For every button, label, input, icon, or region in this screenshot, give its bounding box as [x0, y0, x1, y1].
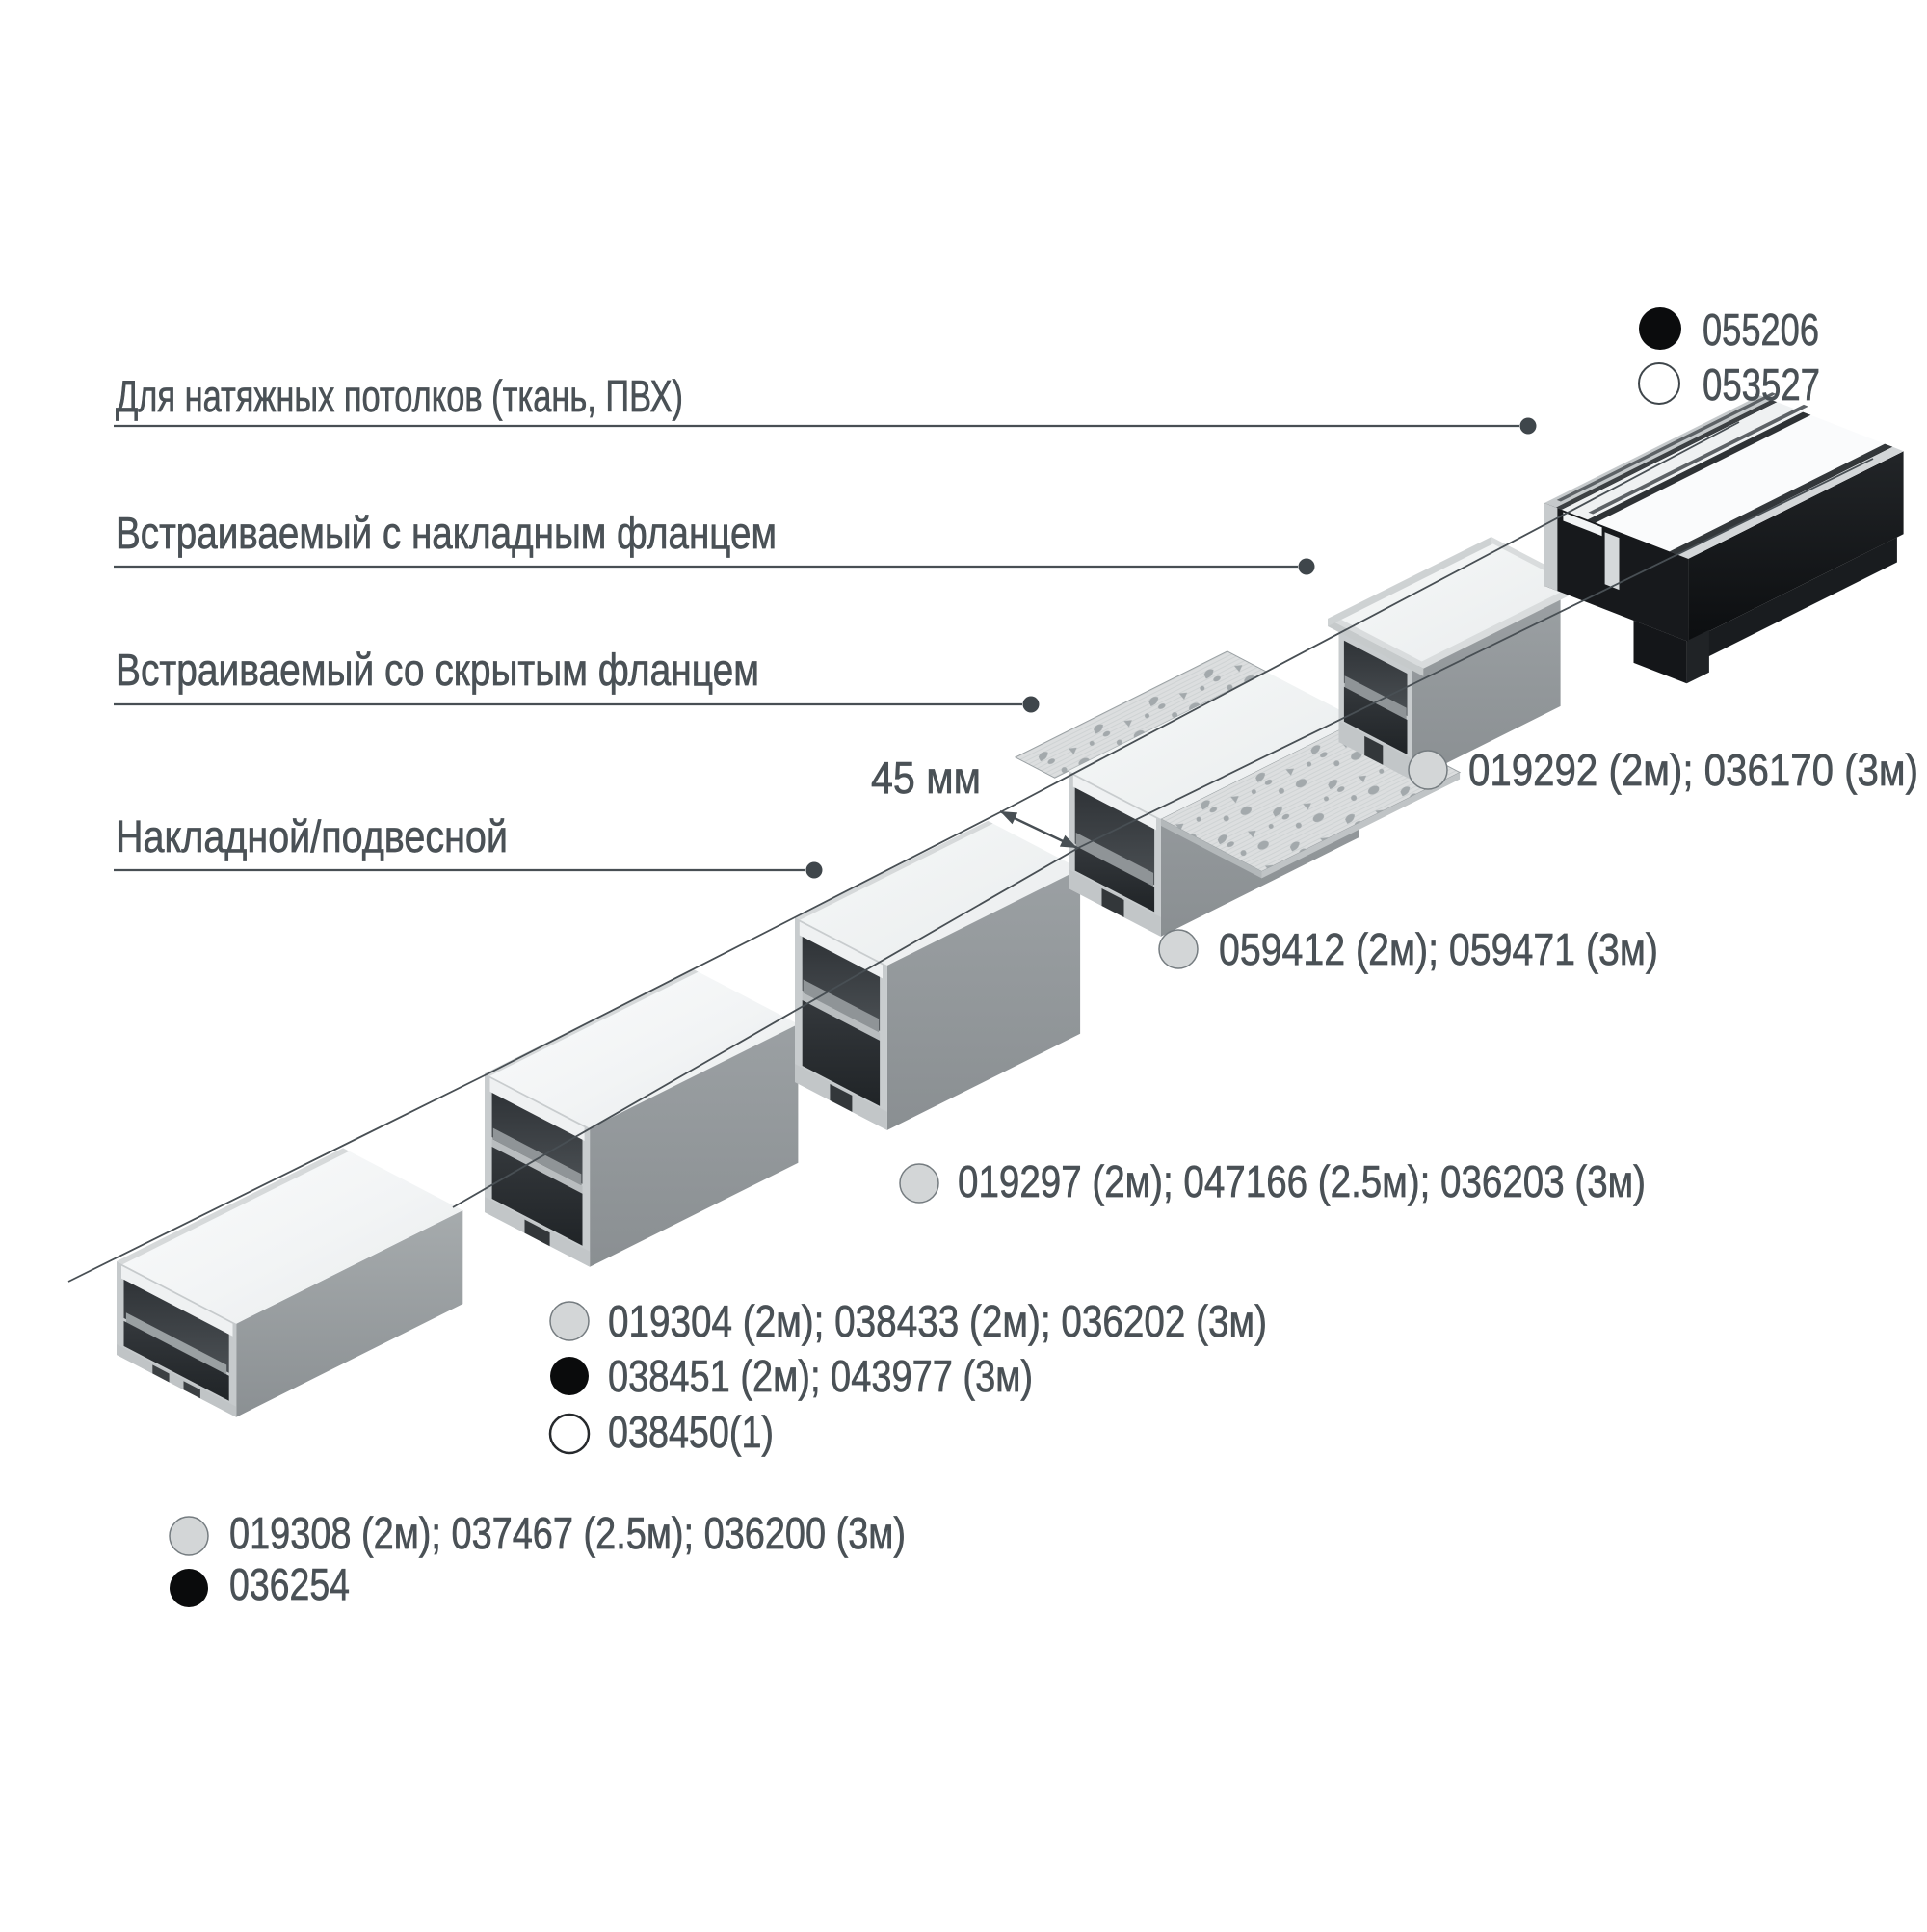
- svg-text:019304 (2м); 038433 (2м); 0362: 019304 (2м); 038433 (2м); 036202 (3м): [608, 1296, 1267, 1346]
- svg-text:Для натяжных потолков (ткань,: Для натяжных потолков (ткань, ПВХ): [116, 371, 683, 421]
- svg-text:055206: 055206: [1703, 304, 1819, 355]
- svg-text:038451 (2м); 043977 (3м): 038451 (2м); 043977 (3м): [608, 1351, 1033, 1401]
- svg-text:053527: 053527: [1703, 359, 1820, 410]
- svg-text:019292 (2м); 036170 (3м): 019292 (2м); 036170 (3м): [1468, 745, 1918, 795]
- svg-text:038450(1): 038450(1): [608, 1407, 774, 1457]
- svg-text:Накладной/подвесной: Накладной/подвесной: [116, 811, 508, 861]
- svg-text:Встраиваемый со скрытым фланце: Встраиваемый со скрытым фланцем: [116, 645, 759, 695]
- svg-text:019297 (2м); 047166 (2.5м); 03: 019297 (2м); 047166 (2.5м); 036203 (3м): [958, 1156, 1646, 1206]
- svg-text:036254: 036254: [229, 1559, 350, 1609]
- svg-text:Встраиваемый с накладным фланц: Встраиваемый с накладным фланцем: [116, 508, 777, 558]
- svg-text:019308 (2м); 037467 (2.5м); 03: 019308 (2м); 037467 (2.5м); 036200 (3м): [229, 1508, 906, 1558]
- svg-text:45 мм: 45 мм: [871, 753, 981, 803]
- svg-text:059412 (2м); 059471 (3м): 059412 (2м); 059471 (3м): [1219, 924, 1658, 974]
